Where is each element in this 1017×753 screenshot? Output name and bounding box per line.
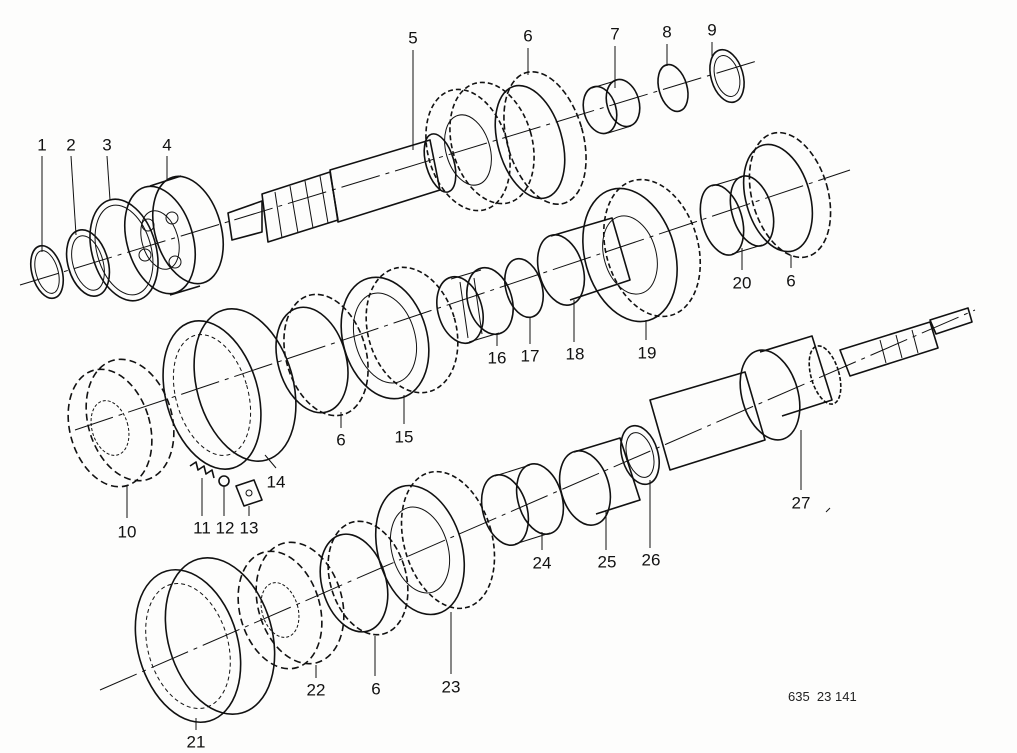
synchronizer-ring-6-mid [275,293,369,417]
callout-27: 27 [791,493,811,513]
gear-5 [425,81,535,212]
spacer-26 [620,424,660,486]
needle-bearing-24 [480,463,565,546]
synchronizer-ring-6-bottom [319,520,409,636]
synchronizer-ring-6-right [742,131,832,259]
output-shaft-27 [649,307,973,471]
callout-6-top: 6 [523,26,533,46]
thrust-piece-13 [235,479,263,507]
sliding-sleeve-14 [162,308,297,470]
callout-16: 16 [487,348,507,368]
spring-11 [189,461,215,479]
callout-2: 2 [66,135,76,155]
gear-19 [582,178,702,323]
callout-20: 20 [732,273,752,293]
needle-bearing-7 [582,78,641,135]
bush-25 [558,437,641,526]
callout-4: 4 [162,135,172,155]
snap-ring-1 [29,244,65,300]
input-shaft-5 [227,133,457,243]
ball-bearing-4 [124,175,224,296]
callout-21: 21 [186,732,206,752]
callout-6-bottom: 6 [371,679,381,699]
spacer-9 [709,48,745,104]
ball-12 [218,475,230,487]
callout-6-right: 6 [786,271,796,291]
synchronizer-hub-22 [237,541,345,670]
centre-axis-1 [19,59,761,286]
gear-15 [340,266,459,400]
callout-3: 3 [102,135,112,155]
callout-23: 23 [441,677,461,697]
synchronizer-ring-6-top [494,71,587,205]
callout-26: 26 [641,550,661,570]
centre-axis-3 [99,309,976,691]
sliding-sleeve-21 [134,556,276,724]
needle-bearing-16 [436,266,514,345]
spacer-ring-2 [65,229,111,297]
callout-14: 14 [266,472,286,492]
callout-6-mid: 6 [336,430,346,450]
retaining-ring-3 [89,198,159,302]
callout-24: 24 [532,553,552,573]
callout-18: 18 [565,344,585,364]
callout-15: 15 [394,427,414,447]
callout-9: 9 [707,20,717,40]
callout-19: 19 [637,343,657,363]
snap-ring-8 [657,63,689,113]
callout-12: 12 [215,518,235,538]
callout-11: 11 [193,518,211,538]
bush-18 [536,217,631,306]
callout-7: 7 [610,24,620,44]
callout-1: 1 [37,135,47,155]
callout-25: 25 [597,552,617,572]
gear-23 [374,470,496,616]
needle-bearing-20 [699,175,775,256]
callout-8: 8 [662,22,672,42]
callout-17: 17 [520,346,540,366]
callout-5: 5 [408,28,418,48]
snap-ring-17 [504,257,544,319]
callout-10: 10 [117,522,137,542]
callout-22: 22 [306,680,326,700]
callout-13: 13 [239,518,259,538]
figure-reference-code: 635 23 141 [788,689,857,704]
synchronizer-hub-10 [67,358,175,488]
